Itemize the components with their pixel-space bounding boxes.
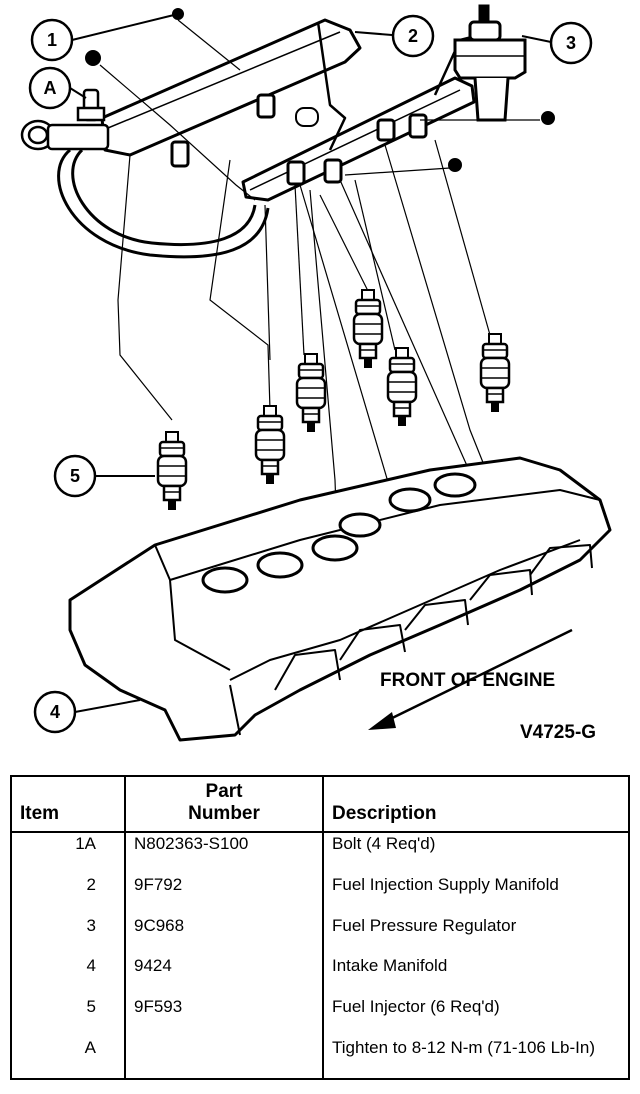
callout-2: 2	[354, 14, 435, 58]
fuel-crossover-tube	[57, 148, 270, 259]
front-direction-arrow	[368, 628, 573, 730]
cell-item: 2	[11, 874, 126, 915]
callout-4: 4	[33, 690, 141, 734]
cell-part-number: N802363-S100	[125, 832, 324, 875]
header-part-line1: Part	[205, 781, 243, 802]
figure-code: V4725-G	[520, 722, 596, 743]
table-row: A Tighten to 8-12 N-m (71-106 Lb-In)	[11, 1036, 629, 1079]
intake-manifold	[68, 456, 612, 742]
cell-description: Intake Manifold	[332, 956, 448, 976]
cell-part-number: 9F792	[125, 874, 324, 915]
callout-A-label: A	[44, 78, 57, 98]
cell-item: A	[11, 1036, 126, 1079]
callout-1-label: 1	[47, 30, 57, 50]
cell-part-number: 9F593	[125, 996, 324, 1037]
fuel-inlet-fitting	[20, 88, 110, 151]
bolt-fasteners	[85, 8, 555, 172]
table-row: 3 9C968 Fuel Pressure Regulator	[11, 914, 629, 956]
callout-5: 5	[53, 454, 155, 498]
cell-item: 1A	[11, 832, 126, 875]
cell-item: 5	[11, 996, 126, 1037]
cell-item: 3	[11, 914, 126, 956]
header-part-number: Part Number	[125, 776, 324, 833]
front-of-engine-label: FRONT OF ENGINE	[380, 670, 555, 691]
callout-4-label: 4	[50, 702, 60, 722]
cell-item: 4	[11, 955, 126, 997]
cell-description: Bolt (4 Req'd)	[332, 834, 436, 853]
cell-description: Fuel Injection Supply Manifold	[332, 875, 559, 895]
exploded-view-diagram: 1 2 3 A 5 4 FRONT OF ENGINE V4725-G	[20, 4, 612, 743]
table-header-row: Item Part Number Description	[11, 776, 629, 833]
cell-part-number: 9424	[125, 955, 324, 997]
table-row: 4 9424 Intake Manifold	[11, 955, 629, 997]
cell-description: Tighten to 8-12 N-m (71-106 Lb-In)	[332, 1037, 595, 1057]
table-row: 5 9F593 Fuel Injector (6 Req'd)	[11, 996, 629, 1037]
callout-3: 3	[521, 21, 593, 65]
table-row: 1A N802363-S100 Bolt (4 Req'd)	[11, 832, 629, 875]
callout-A: A	[28, 66, 87, 110]
header-part-line2: Number	[188, 803, 260, 824]
callout-5-label: 5	[70, 466, 80, 486]
table-row: 2 9F792 Fuel Injection Supply Manifold	[11, 874, 629, 915]
header-item: Item	[11, 776, 126, 833]
callout-2-label: 2	[408, 26, 418, 46]
cell-description: Fuel Injector (6 Req'd)	[332, 997, 500, 1017]
cell-description: Fuel Pressure Regulator	[332, 915, 517, 935]
cell-part-number	[125, 1036, 324, 1079]
header-description: Description	[323, 776, 629, 833]
parts-table: Item Part Number Description 1A N802363-…	[10, 775, 630, 1080]
cell-part-number: 9C968	[125, 914, 324, 956]
callout-1: 1	[30, 13, 179, 62]
callout-3-label: 3	[566, 33, 576, 53]
